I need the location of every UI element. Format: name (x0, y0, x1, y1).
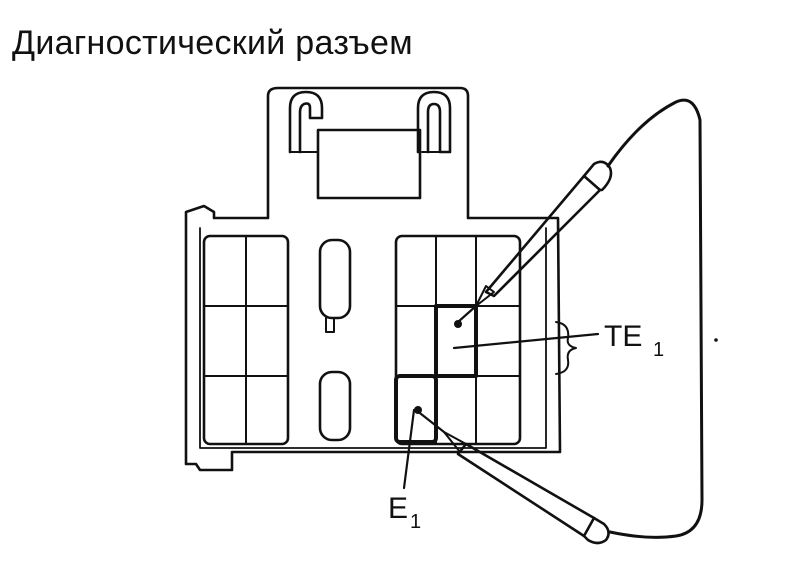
center-tab (316, 128, 422, 200)
te1-bracket (555, 321, 577, 375)
e1-label-subscript: 1 (410, 511, 421, 533)
te1-terminal (434, 304, 478, 378)
stray-dot (714, 338, 718, 342)
diagram-title: Диагностический разъем (12, 24, 413, 62)
lower-test-probe (414, 408, 610, 545)
e1-label: E (388, 492, 408, 525)
upper-test-probe (456, 160, 613, 324)
e1-terminal (394, 374, 438, 444)
te1-label-subscript: 1 (653, 339, 664, 361)
jumper-wire (606, 98, 704, 539)
e1-contact-dot (414, 406, 422, 414)
right-terminal-block (394, 234, 522, 446)
left-latch (288, 90, 324, 154)
lower-guide-slot (318, 370, 352, 442)
right-latch (416, 90, 452, 154)
connector-housing (184, 86, 562, 472)
upper-guide-slot (318, 238, 352, 320)
te1-contact-dot (454, 320, 462, 328)
te1-label: TE (604, 320, 642, 353)
